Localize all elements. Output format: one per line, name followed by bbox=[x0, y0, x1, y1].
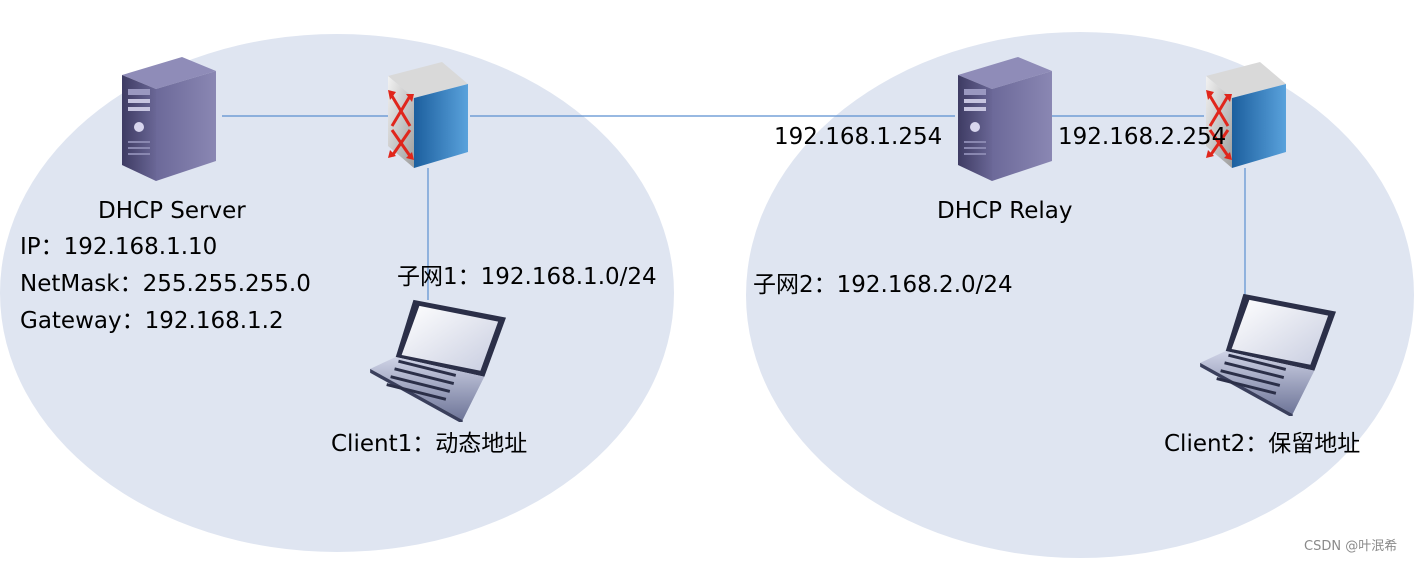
relay-ip-left: 192.168.1.254 bbox=[774, 124, 943, 150]
dhcp-server-netmask: NetMask：255.255.255.0 bbox=[20, 271, 311, 297]
switch1-icon bbox=[386, 60, 470, 170]
subnet2-label: 子网2：192.168.2.0/24 bbox=[753, 272, 1013, 298]
subnet1-label: 子网1：192.168.1.0/24 bbox=[397, 264, 657, 290]
dhcp-server-icon bbox=[122, 57, 216, 181]
watermark-text: CSDN @叶泯希 bbox=[1304, 539, 1398, 554]
dhcp-server-label: DHCP Server bbox=[98, 198, 246, 224]
switch2-icon bbox=[1204, 60, 1288, 170]
dhcp-server-ip: IP：192.168.1.10 bbox=[20, 234, 218, 260]
relay-ip-right: 192.168.2.254 bbox=[1058, 124, 1227, 150]
dhcp-relay-label: DHCP Relay bbox=[937, 198, 1073, 224]
dhcp-relay-icon bbox=[958, 57, 1052, 181]
client1-label: Client1：动态地址 bbox=[331, 431, 528, 457]
client2-label: Client2：保留地址 bbox=[1164, 431, 1361, 457]
dhcp-server-gateway: Gateway：192.168.1.2 bbox=[20, 308, 284, 334]
